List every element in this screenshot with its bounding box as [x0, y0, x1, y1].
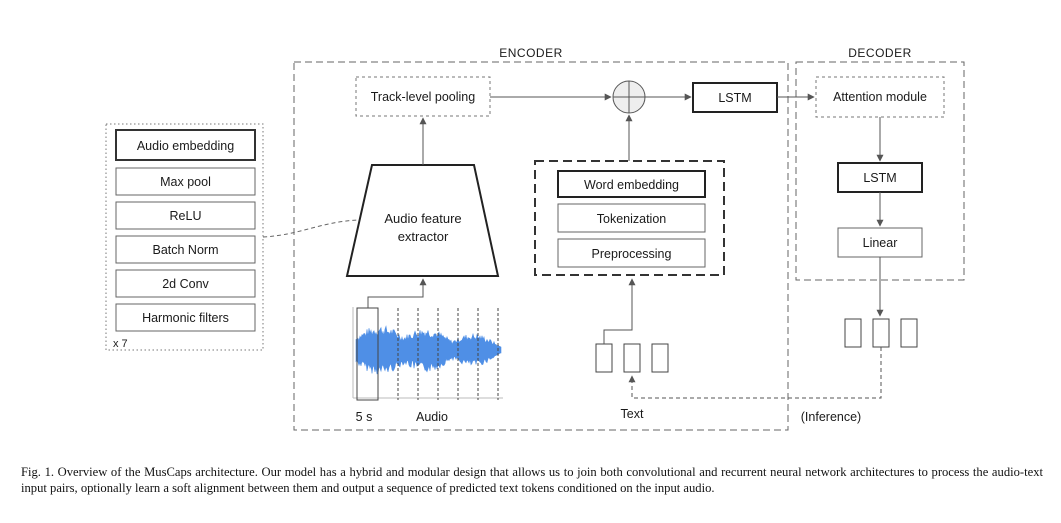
svg-text:ReLU: ReLU: [170, 209, 202, 223]
conv-layer-harmonic-filters: Harmonic filters: [115, 303, 256, 332]
decoder-frame: [795, 61, 965, 281]
audio-input-label: Audio: [416, 410, 448, 424]
svg-text:Tokenization: Tokenization: [597, 212, 667, 226]
word-embedding-box: Word embedding: [557, 170, 706, 198]
decoder-lstm-box: LSTM: [837, 162, 923, 193]
audio-waveform: [352, 307, 503, 401]
decoder-title: DECODER: [848, 46, 912, 60]
segment-label: 5 s: [356, 410, 373, 424]
svg-text:Track-level pooling: Track-level pooling: [371, 90, 475, 104]
figure-caption: Fig. 1. Overview of the MusCaps architec…: [21, 465, 1043, 495]
repeat-label: x 7: [113, 338, 128, 350]
text-input-label: Text: [621, 407, 644, 421]
svg-text:Audio embedding: Audio embedding: [137, 139, 234, 153]
preprocessing-box: Preprocessing: [557, 238, 706, 268]
encoder-lstm-box: LSTM: [692, 82, 778, 113]
svg-text:Word embedding: Word embedding: [584, 178, 679, 192]
text-stack-frame: [534, 160, 725, 276]
output-tokens: [844, 318, 918, 348]
conv-layer-batch-norm: Batch Norm: [115, 235, 256, 264]
svg-text:Preprocessing: Preprocessing: [592, 247, 672, 261]
svg-text:Attention module: Attention module: [833, 90, 927, 104]
architecture-diagram: Audio embedding Max pool ReLU Batch Norm…: [105, 46, 965, 431]
svg-text:LSTM: LSTM: [863, 171, 896, 185]
linear-box: Linear: [837, 227, 923, 258]
encoder-title: ENCODER: [499, 46, 563, 60]
audio-feature-extractor: Audio feature extractor: [345, 164, 500, 277]
encoder-frame: [293, 61, 789, 431]
zoom-connector: [262, 219, 359, 238]
inference-label: (Inference): [801, 410, 861, 424]
svg-text:Batch Norm: Batch Norm: [153, 243, 219, 257]
svg-text:Max pool: Max pool: [160, 175, 211, 189]
concat-node: [612, 80, 646, 114]
conv-layer-audio-embedding: Audio embedding: [115, 129, 256, 161]
conv-layer-2d-conv: 2d Conv: [115, 269, 256, 298]
conv-block-frame: [105, 123, 264, 351]
svg-text:Linear: Linear: [863, 236, 898, 250]
inference-feedback-arrow: [628, 347, 882, 399]
conv-layer-max-pool: Max pool: [115, 167, 256, 196]
arrow-audio-to-extractor: [367, 278, 427, 308]
svg-text:2d Conv: 2d Conv: [162, 277, 209, 291]
conv-layer-relu: ReLU: [115, 201, 256, 230]
tokenization-box: Tokenization: [557, 203, 706, 233]
svg-text:Harmonic filters: Harmonic filters: [142, 311, 229, 325]
svg-text:LSTM: LSTM: [718, 91, 751, 105]
track-pooling-box: Track-level pooling: [355, 76, 491, 117]
attention-module-box: Attention module: [815, 76, 945, 118]
arrow-tokens-to-preprocessing: [603, 278, 636, 344]
svg-text:extractor: extractor: [398, 229, 449, 244]
text-tokens: [595, 343, 669, 373]
svg-text:Audio feature: Audio feature: [384, 211, 461, 226]
